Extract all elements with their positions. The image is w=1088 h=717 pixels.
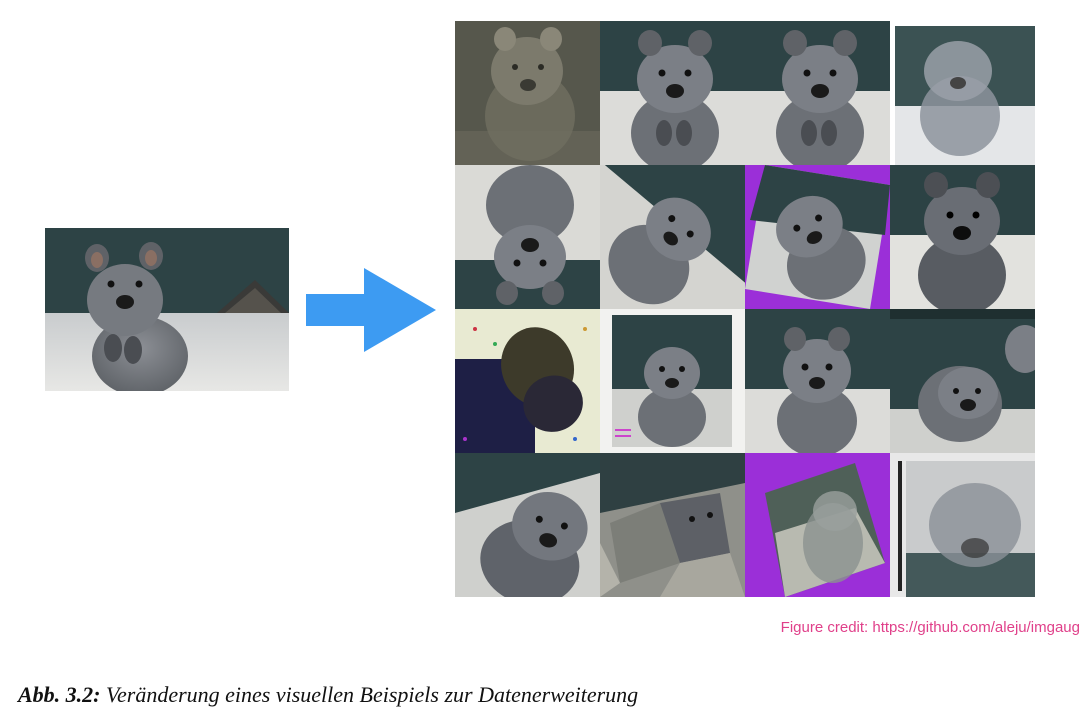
figure-label: Abb. 3.2: bbox=[18, 682, 101, 707]
figure-caption-text: Veränderung eines visuellen Beispiels zu… bbox=[106, 682, 639, 707]
figure-credit: Figure credit: https://github.com/aleju/… bbox=[780, 619, 1080, 636]
augmented-image-sharpened bbox=[890, 165, 1035, 309]
augmented-image-shifted-crop bbox=[890, 309, 1035, 453]
augmented-image-blur-crop bbox=[890, 21, 1035, 165]
augmented-image-flipped-vertical bbox=[455, 165, 600, 309]
augmented-image-inverted-noise bbox=[455, 309, 600, 453]
augmented-image-original-2 bbox=[745, 21, 890, 165]
augmented-image-rotated-purple-fill bbox=[745, 165, 890, 309]
augmented-image-emboss bbox=[455, 21, 600, 165]
augmented-image-superpixels bbox=[600, 453, 745, 597]
augmented-image-scaled-border bbox=[600, 309, 745, 453]
figure-caption: Abb. 3.2: Veränderung eines visuellen Be… bbox=[18, 682, 638, 708]
augmented-image-crop bbox=[745, 309, 890, 453]
augmented-image-original-1 bbox=[600, 21, 745, 165]
right-arrow-icon bbox=[306, 268, 436, 352]
augmented-image-rotated-zoom bbox=[455, 453, 600, 597]
augmented-image-rotated bbox=[600, 165, 745, 309]
augmented-image-dropout-purple bbox=[745, 453, 890, 597]
augmented-image-blur-rotated bbox=[890, 453, 1035, 597]
augmentation-grid bbox=[455, 21, 1035, 597]
original-quokka-image bbox=[45, 228, 289, 391]
